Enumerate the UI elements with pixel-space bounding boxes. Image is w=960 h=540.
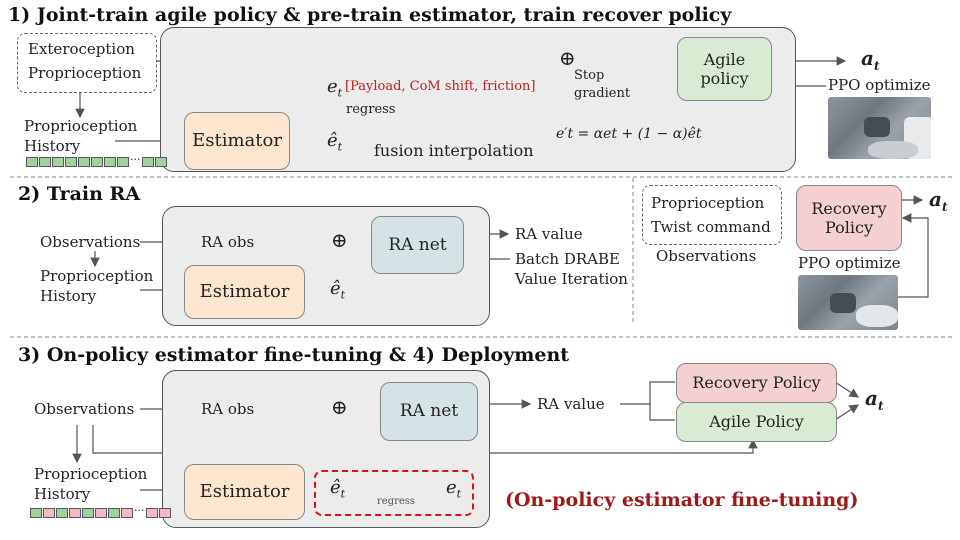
ra-obs-label-2: RA obs [201,233,255,251]
section-1-heading: 1) Joint-train agile policy & pre-train … [8,4,732,26]
finetune-label: (On-policy estimator fine-tuning) [505,489,859,511]
history-label-line1: Proprioception [24,117,138,135]
estimator-box-2: Estimator [184,265,305,319]
value-to-recovery-line [620,381,675,405]
section-3-heading: 3) On-policy estimator fine-tuning & 4) … [18,344,570,366]
ppo-recovery-arrow [898,213,929,298]
history-label-2-line2: History [40,287,97,305]
extero-proprio-box: Exteroception Proprioception [17,33,157,93]
stop-label-line1: Stop [574,68,605,83]
e-hat-label-1: êt [327,130,343,154]
history-label-line2: History [24,137,81,155]
history-label-3-line2: History [34,485,91,503]
recovery-policy-box-3: Recovery Policy [676,363,837,403]
history-dots-3: ··· [134,504,145,517]
ra-net-box-3: RA net [380,382,478,441]
observations-label-3: Observations [34,400,135,418]
value-iteration-label: Value Iteration [515,270,628,288]
robot-photo-1 [828,97,931,159]
agile-policy-box-3: Agile Policy [676,402,837,442]
proprio-twist-box: Proprioception Twist command [642,185,782,245]
ra-value-label-3: RA value [537,395,605,413]
recovery-to-output-arrow [834,381,860,398]
regress-label-1: regress [346,102,396,117]
history-buffer-1: ··· [26,153,167,167]
ra-value-label-2: RA value [515,225,583,243]
recovery-observations-label: Observations [656,247,757,265]
twist-command-label: Twist command [651,218,771,236]
estimator-box-3: Estimator [184,464,305,520]
e-hat-label-3: êt [330,477,346,501]
plus-icon-2: ⊕ [331,228,348,252]
action-output-3: at [865,386,884,413]
robot-photo-2 [798,275,898,330]
plus-icon-1: ⊕ [559,46,576,70]
section-2-heading: 2) Train RA [18,183,141,205]
action-output-1: at [861,46,880,73]
history-dots: ··· [130,153,141,166]
e-t-label-1: et [327,76,343,100]
estimator-box-1: Estimator [184,112,290,170]
ra-obs-label-3: RA obs [201,400,255,418]
plus-icon-3: ⊕ [331,395,348,419]
finetune-highlight-box [314,470,474,516]
ppo-label-2: PPO optimize [798,254,901,272]
recovery-proprioception-label: Proprioception [651,194,765,212]
batch-drabe-label: Batch DRABE [515,250,620,268]
fusion-interpolation-label: fusion interpolation [374,141,534,160]
history-buffer-3: ··· [30,504,171,518]
regress-label-3: regress [377,496,416,507]
history-label-3-line1: Proprioception [34,465,148,483]
proprioception-label: Proprioception [28,64,142,82]
agile-to-output-arrow [834,404,860,421]
params-label: [Payload, CoM shift, friction] [345,79,536,94]
e-t-label-3: et [446,477,462,501]
ppo-label-1: PPO optimize [828,76,931,94]
e-hat-label-2: êt [330,278,346,302]
exteroception-label: Exteroception [28,40,135,58]
value-to-agile-line [649,404,675,421]
stop-label-line2: gradient [574,86,631,101]
action-output-2: at [929,187,948,214]
observations-label-2: Observations [40,233,141,251]
fusion-formula: e′t = αet + (1 − α)êt [556,126,702,142]
ra-net-box-2: RA net [371,216,464,274]
history-label-2-line1: Proprioception [40,267,154,285]
